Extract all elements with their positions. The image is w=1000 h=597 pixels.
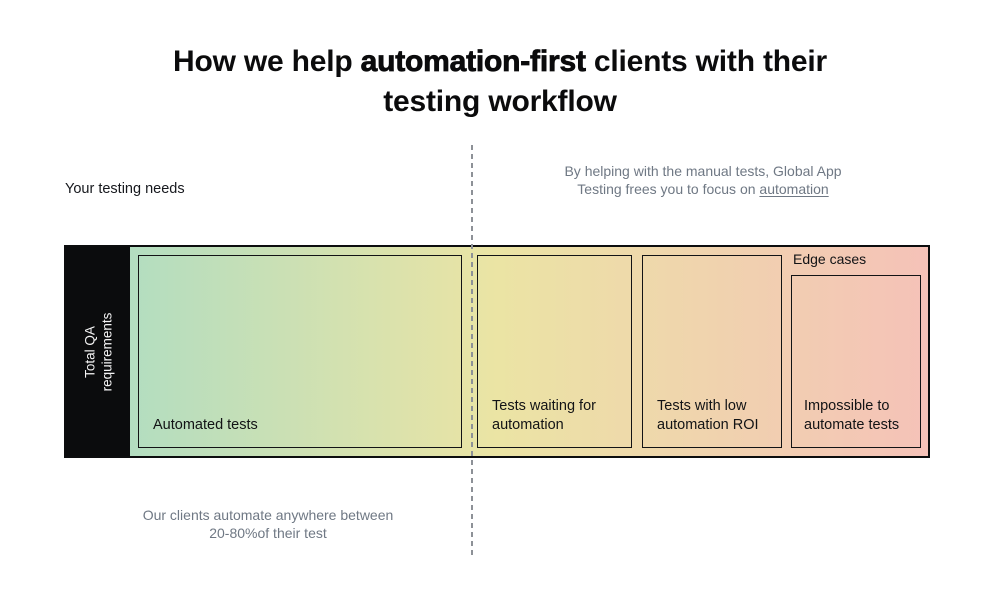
qa-label-line2: requirements [99,312,115,391]
edge-cases-label: Edge cases [793,251,867,267]
page-title: How we help automation-first clients wit… [0,42,1000,122]
title-highlight: automation-first [360,45,586,79]
segment-label: Impossible to automate tests [804,398,900,433]
qa-label-line1: Total QA [82,325,98,378]
right-annotation-line2: Testing frees you to focus on automation [540,181,866,199]
segment-tests-with-low-automation-roi: Tests with low automation ROI [642,255,782,448]
segment-label: Automated tests [153,417,258,433]
segment-label: Tests with low automation ROI [657,398,759,433]
bottom-annotation-line1: Our clients automate anywhere between [142,507,394,523]
divider-dashed-line [471,145,473,558]
segment-automated-tests: Automated tests [138,255,462,448]
right-annotation-line2-text: Testing frees you to focus on [577,180,760,197]
qa-requirements-bar: Total QA requirements Automated tests Te… [64,245,930,458]
segment-label: Tests waiting for automation [492,398,596,433]
automation-link[interactable]: automation [759,180,829,197]
total-qa-requirements-box: Total QA requirements [66,247,130,456]
bottom-annotation: Our clients automate anywhere between 20… [88,506,448,542]
segment-impossible-to-automate-tests: Impossible to automate tests [791,275,921,448]
your-testing-needs-label: Your testing needs [65,181,185,197]
title-pre: How we help [172,45,361,78]
segment-tests-waiting-for-automation: Tests waiting for automation [477,255,632,448]
right-annotation-line1: By helping with the manual tests, Global… [564,163,842,179]
total-qa-requirements-label: Total QA requirements [81,312,115,391]
title-line2: testing workflow [383,85,617,118]
bottom-annotation-line2: 20-80%of their test [209,525,327,541]
title-post: clients with their [585,45,827,78]
right-annotation: By helping with the manual tests, Global… [540,163,866,198]
